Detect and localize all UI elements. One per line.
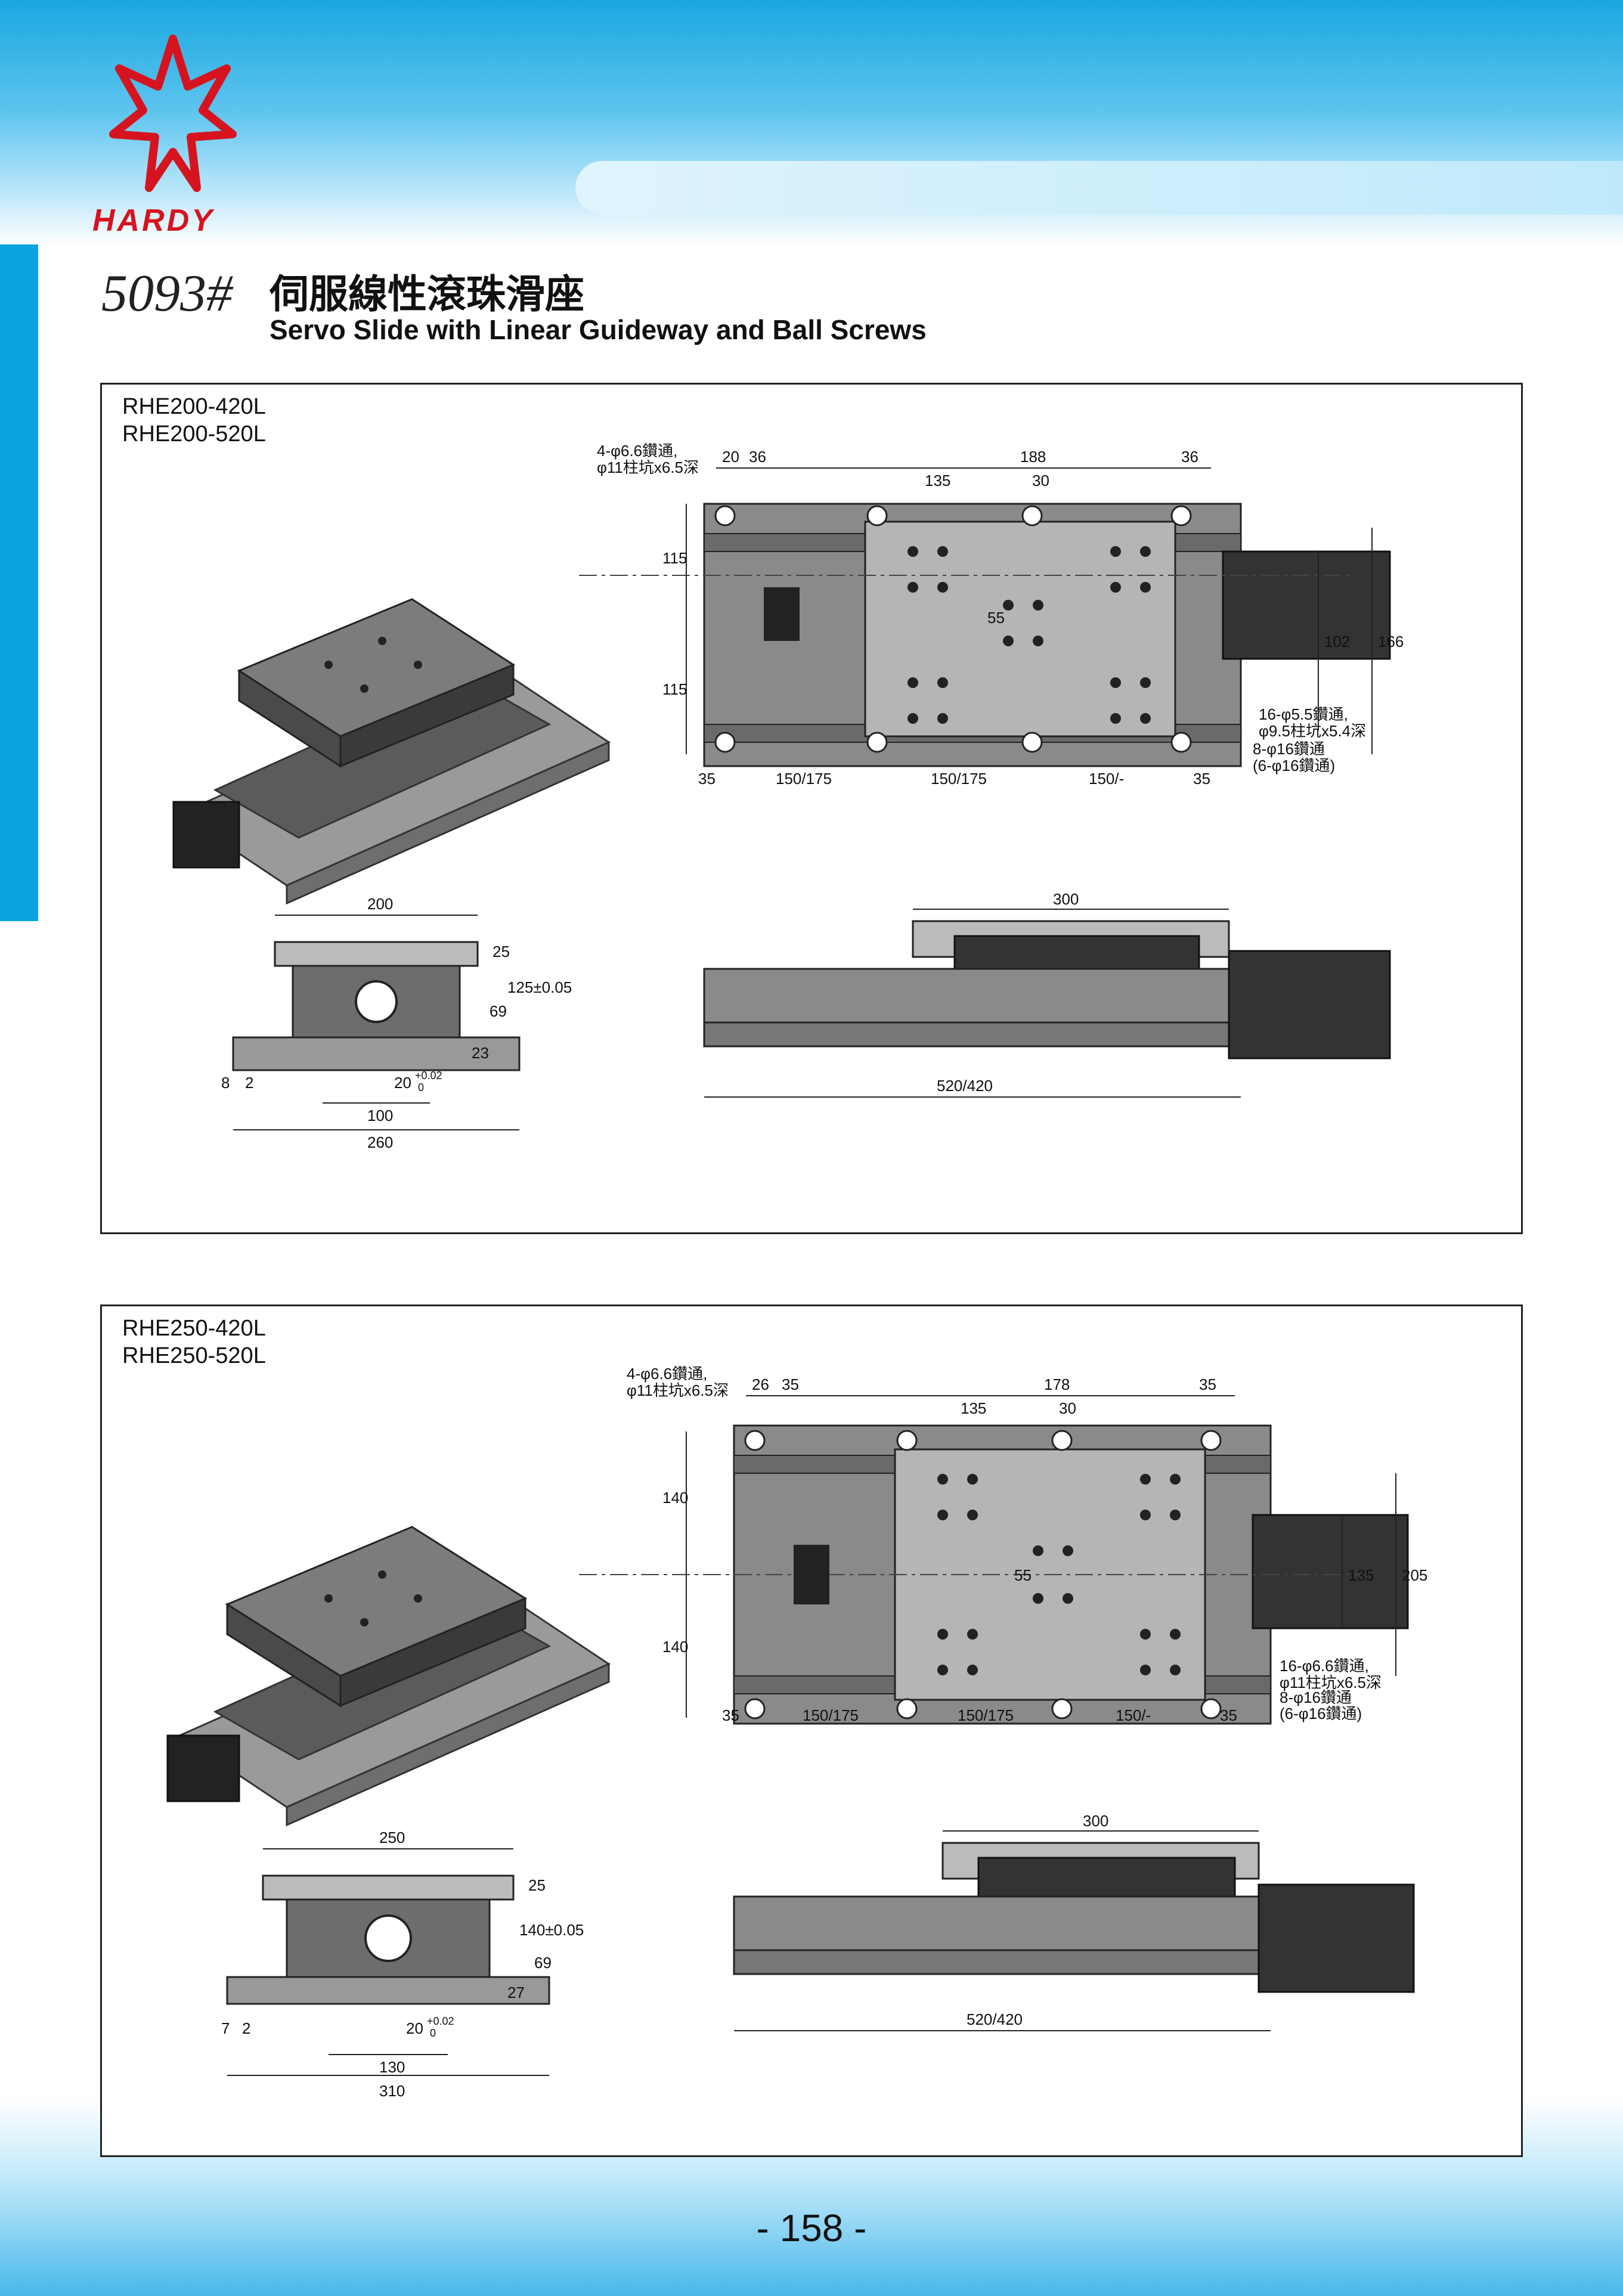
top-dim-6: 35 xyxy=(782,1375,799,1393)
isometric-view-drawing-2 xyxy=(166,1526,611,1827)
model-number: 5093# xyxy=(101,265,233,323)
end-dim-right-5: 25 xyxy=(528,1876,546,1894)
side-carriage-length-2: 300 xyxy=(1083,1812,1108,1830)
left-accent-bar xyxy=(0,244,38,921)
end-slot-dim: 20 xyxy=(394,1074,411,1092)
end-tolerance-zero-2: 0 xyxy=(430,2027,436,2039)
brand-logo-text: HARDY xyxy=(92,203,215,238)
end-width-base: 260 xyxy=(367,1133,393,1151)
end-width-mid: 100 xyxy=(367,1107,393,1124)
model-label-4: RHE250-520L xyxy=(122,1343,266,1368)
end-view-drawing: 200 25 69 125±0.05 23 8 2 20 +0.02 0 100… xyxy=(221,895,572,1151)
end-dim-right-6: 69 xyxy=(534,1954,552,1972)
bottom-dim-8: 150/175 xyxy=(958,1706,1014,1724)
top-dim-7: 178 xyxy=(1044,1375,1070,1393)
hole-note-4-line-1: 4-φ6.6鑽通, xyxy=(627,1365,707,1383)
top-dim-4: 36 xyxy=(1181,448,1198,466)
end-dim-right-2: 69 xyxy=(490,1002,507,1020)
end-tolerance-plus-2: +0.02 xyxy=(427,2015,454,2027)
inner-dim-3: 135 xyxy=(961,1399,986,1417)
left-dim-4: 140 xyxy=(662,1638,688,1656)
hole-note-4-line-2: φ11柱坑x6.5深 xyxy=(627,1381,729,1399)
hole-note-1-line-1: 4-φ6.6鑽通, xyxy=(597,442,677,460)
left-dim-2: 115 xyxy=(662,680,687,698)
right-dim-3: 135 xyxy=(1348,1566,1374,1584)
inner-dim-1: 135 xyxy=(925,472,950,489)
hole-note-2-line-1: 16-φ5.5鑽通, xyxy=(1259,705,1348,723)
top-dim-5: 26 xyxy=(752,1375,769,1393)
top-dim-2: 36 xyxy=(749,448,766,466)
end-dim-right-8: 27 xyxy=(507,1984,525,2001)
hole-note-3-line-1: 8-φ16鑽通 xyxy=(1253,740,1325,758)
header-pill-decoration xyxy=(575,161,1623,215)
end-dim-right-3: 125±0.05 xyxy=(507,978,572,996)
hole-note-1-line-2: φ11柱坑x6.5深 xyxy=(597,458,699,476)
side-view-drawing-2: 300 520/420 xyxy=(733,1812,1415,2031)
hole-note-6-line-2: (6-φ16鑽通) xyxy=(1280,1705,1362,1722)
right-dim-2: 166 xyxy=(1378,633,1404,650)
product-panel-rhe250: RHE250-420L RHE250-520L xyxy=(100,1305,1523,2157)
right-dim-1: 102 xyxy=(1324,633,1350,650)
end-dim-right-7: 140±0.05 xyxy=(519,1921,584,1939)
end-tolerance-plus: +0.02 xyxy=(415,1070,442,1082)
end-width-mid-2: 130 xyxy=(379,2058,405,2076)
side-length: 520/420 xyxy=(937,1077,993,1095)
end-view-drawing-2: 250 25 69 140±0.05 27 7 2 20 +0.02 0 130… xyxy=(221,1829,584,2100)
page-title-chinese: 伺服線性滾珠滑座 xyxy=(270,272,584,316)
top-view-drawing: 4-φ6.6鑽通, φ11柱坑x6.5深 20 36 188 36 135 30… xyxy=(579,442,1404,788)
inner-dim-4: 30 xyxy=(1059,1399,1076,1417)
end-dim-left-1: 8 xyxy=(221,1074,230,1092)
model-label-1: RHE200-420L xyxy=(122,394,266,419)
product-panel-rhe200: RHE200-420L RHE200-520L xyxy=(100,383,1523,1234)
end-width-top: 200 xyxy=(367,895,393,913)
side-carriage-length: 300 xyxy=(1053,890,1079,908)
bottom-dim-3: 150/175 xyxy=(931,770,987,788)
bottom-dim-10: 35 xyxy=(1220,1706,1237,1724)
hole-note-3-line-2: (6-φ16鑽通) xyxy=(1253,757,1335,774)
center-dim-2: 55 xyxy=(1014,1566,1032,1584)
top-view-drawing-2: 4-φ6.6鑽通, φ11柱坑x6.5深 26 35 178 35 135 30… xyxy=(579,1365,1427,1725)
bottom-dim-2: 150/175 xyxy=(776,770,832,788)
left-dim-3: 140 xyxy=(662,1489,688,1507)
hole-note-5-line-1: 16-φ6.6鑽通, xyxy=(1280,1657,1369,1675)
end-tolerance-zero: 0 xyxy=(418,1082,424,1093)
model-label-3: RHE250-420L xyxy=(122,1316,266,1341)
bottom-dim-7: 150/175 xyxy=(803,1706,859,1724)
end-dim-left-4: 2 xyxy=(242,2019,250,2037)
side-view-drawing: 300 520/420 xyxy=(703,890,1391,1098)
left-dim-1: 115 xyxy=(662,549,687,567)
bottom-dim-4: 150/- xyxy=(1089,770,1124,788)
bottom-dim-5: 35 xyxy=(1193,770,1210,788)
bottom-dim-1: 35 xyxy=(698,770,716,788)
page-title-english: Servo Slide with Linear Guideway and Bal… xyxy=(270,314,927,345)
isometric-view-drawing xyxy=(172,598,611,905)
end-slot-dim-2: 20 xyxy=(406,2019,423,2037)
model-label-2: RHE200-520L xyxy=(122,422,266,447)
end-dim-right-1: 25 xyxy=(493,943,510,960)
side-length-2: 520/420 xyxy=(967,2010,1023,2028)
end-dim-left-2: 2 xyxy=(245,1074,253,1092)
bottom-dim-9: 150/- xyxy=(1116,1706,1151,1724)
hole-note-2-line-2: φ9.5柱坑x5.4深 xyxy=(1259,722,1366,740)
hardy-leaf-logo-icon xyxy=(109,35,237,192)
right-dim-4: 205 xyxy=(1402,1566,1427,1584)
end-width-top-2: 250 xyxy=(379,1829,405,1846)
end-width-base-2: 310 xyxy=(379,2082,405,2100)
hole-note-6-line-1: 8-φ16鑽通 xyxy=(1280,1688,1352,1706)
bottom-dim-6: 35 xyxy=(722,1706,739,1724)
end-dim-left-3: 7 xyxy=(221,2019,230,2037)
end-dim-right-4: 23 xyxy=(472,1044,489,1062)
center-dim: 55 xyxy=(987,609,1005,627)
inner-dim-2: 30 xyxy=(1032,472,1049,489)
top-dim-1: 20 xyxy=(722,448,739,466)
hole-note-5-line-2: φ11柱坑x6.5深 xyxy=(1280,1674,1382,1691)
top-dim-8: 35 xyxy=(1199,1375,1216,1393)
top-dim-3: 188 xyxy=(1020,448,1046,466)
page-number: - 158 - xyxy=(756,2207,867,2249)
